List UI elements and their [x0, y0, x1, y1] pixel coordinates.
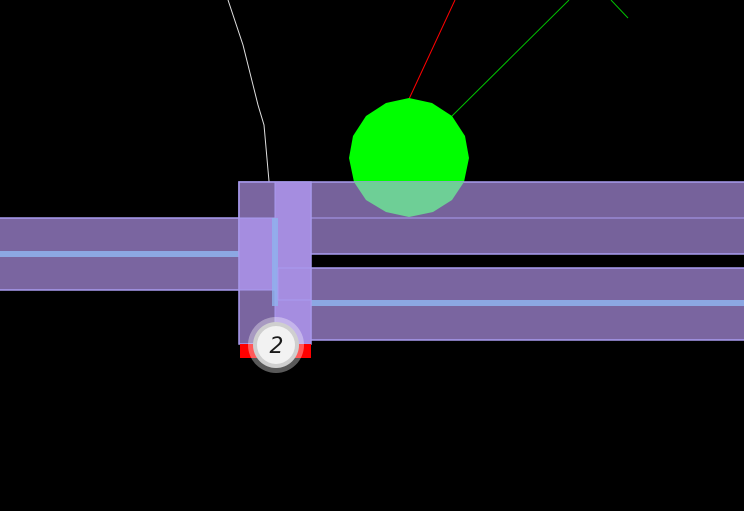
green-trajectory-line — [451, 0, 570, 117]
numbered-waypoint-icon[interactable]: 2 — [248, 317, 304, 373]
green-trajectory-tail — [610, 0, 629, 19]
waypoint-disc — [257, 326, 295, 364]
red-trajectory-line — [408, 0, 456, 100]
right-rail — [278, 300, 744, 306]
connector-inner-block — [274, 181, 312, 345]
left-rail — [0, 251, 240, 257]
ball-overlap — [354, 182, 464, 217]
waypoint-number: 2 — [270, 334, 283, 359]
connector-left-block — [238, 217, 276, 291]
connector-lower-block — [277, 267, 312, 301]
connector-rail — [272, 218, 278, 306]
